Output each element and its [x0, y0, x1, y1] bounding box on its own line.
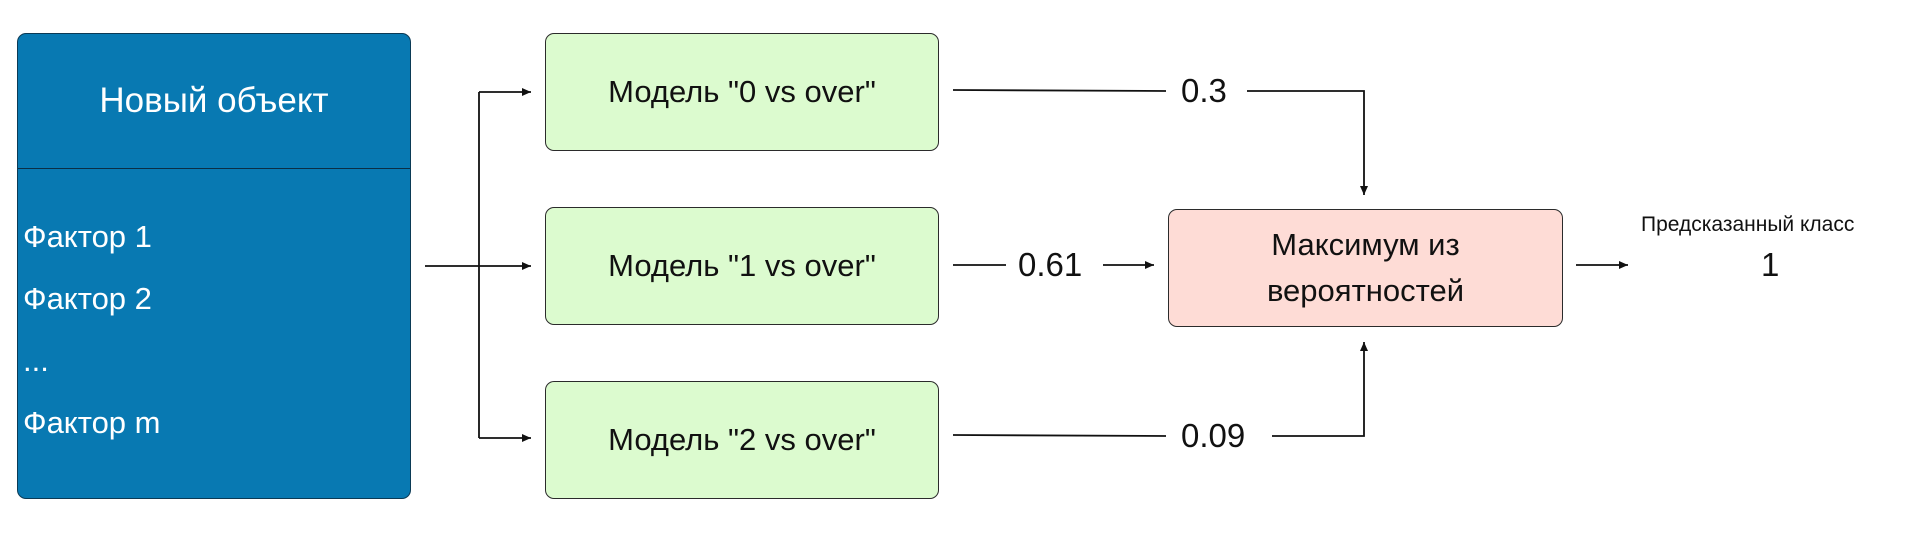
factor-item-ellipsis: ...: [23, 343, 49, 378]
line-model-0-to-prob: [952, 89, 1167, 92]
predicted-class-caption: Предсказанный класс: [1641, 213, 1855, 236]
max-probability-box: Максимум из вероятностей: [1168, 209, 1563, 327]
probability-0: 0.3: [1181, 72, 1227, 109]
predicted-class-value: 1: [1761, 246, 1780, 283]
probability-1: 0.61: [1018, 246, 1083, 283]
new-object-panel: Новый объект Фактор 1 Фактор 2 ... Факто…: [17, 33, 411, 499]
factor-item-m: Фактор m: [23, 405, 161, 440]
max-probability-line-2: вероятностей: [1266, 273, 1465, 308]
factor-item-2: Фактор 2: [23, 281, 152, 316]
factor-item-1: Фактор 1: [23, 219, 152, 254]
line-model-2-to-prob: [952, 434, 1167, 437]
probability-2: 0.09: [1181, 417, 1246, 454]
new-object-title: Новый объект: [18, 34, 410, 169]
max-probability-line-1: Максимум из: [1271, 227, 1460, 262]
factor-list: Фактор 1 Фактор 2 ... Фактор m: [23, 206, 161, 454]
model-0-vs-over: Модель "0 vs over": [545, 33, 939, 151]
model-2-vs-over: Модель "2 vs over": [545, 381, 939, 499]
arrow-prob-0-to-max: [1247, 90, 1368, 195]
model-1-vs-over: Модель "1 vs over": [545, 207, 939, 325]
arrow-prob-2-to-max: [1272, 342, 1368, 437]
